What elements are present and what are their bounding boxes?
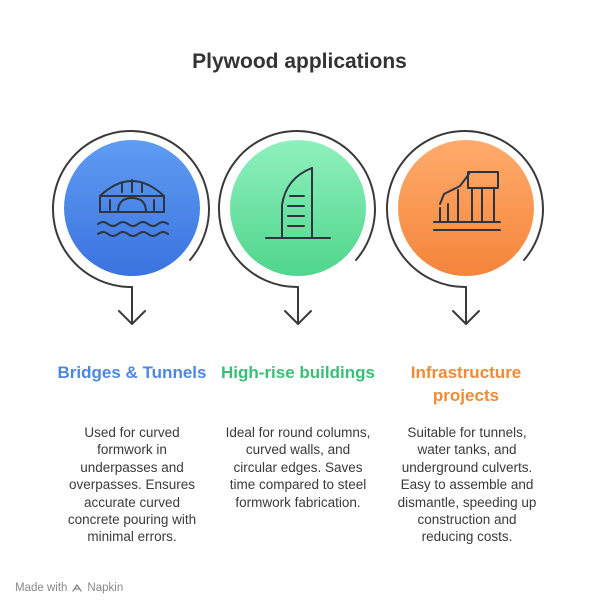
- highrise-circle: [230, 140, 366, 276]
- infrastructure-heading: Infrastructure projects: [410, 363, 522, 405]
- ring-arc: [217, 130, 376, 289]
- page-title: Plywood applications: [192, 50, 407, 73]
- bridges-description: Used for curved formwork in underpasses …: [67, 425, 197, 545]
- ring-arc: [385, 130, 544, 289]
- arrow-down-icon: [118, 310, 146, 325]
- infrastructure-description: Suitable for tunnels, water tanks, and u…: [397, 425, 537, 545]
- highrise-description: Ideal for round columns, curved walls, a…: [225, 425, 371, 510]
- bridges-circle: [64, 140, 200, 276]
- arrow-down-icon: [284, 310, 312, 325]
- highrise-heading: High-rise buildings: [221, 363, 375, 382]
- infrastructure-icon: [433, 171, 501, 231]
- napkin-logo-icon: [72, 584, 83, 592]
- ring-arc: [51, 130, 210, 289]
- brand-label[interactable]: Napkin: [87, 582, 124, 594]
- infrastructure-node: [385, 130, 544, 325]
- bridges-heading: Bridges & Tunnels: [57, 363, 207, 382]
- skyscraper-icon: [265, 167, 331, 239]
- footer: Made with Napkin: [15, 582, 123, 594]
- made-with-label: Made with: [15, 582, 68, 594]
- infrastructure-circle: [398, 140, 534, 276]
- bridge-icon: [97, 179, 169, 237]
- bridges-node: [51, 130, 210, 325]
- arrow-down-icon: [452, 310, 480, 325]
- highrise-node: [217, 130, 376, 325]
